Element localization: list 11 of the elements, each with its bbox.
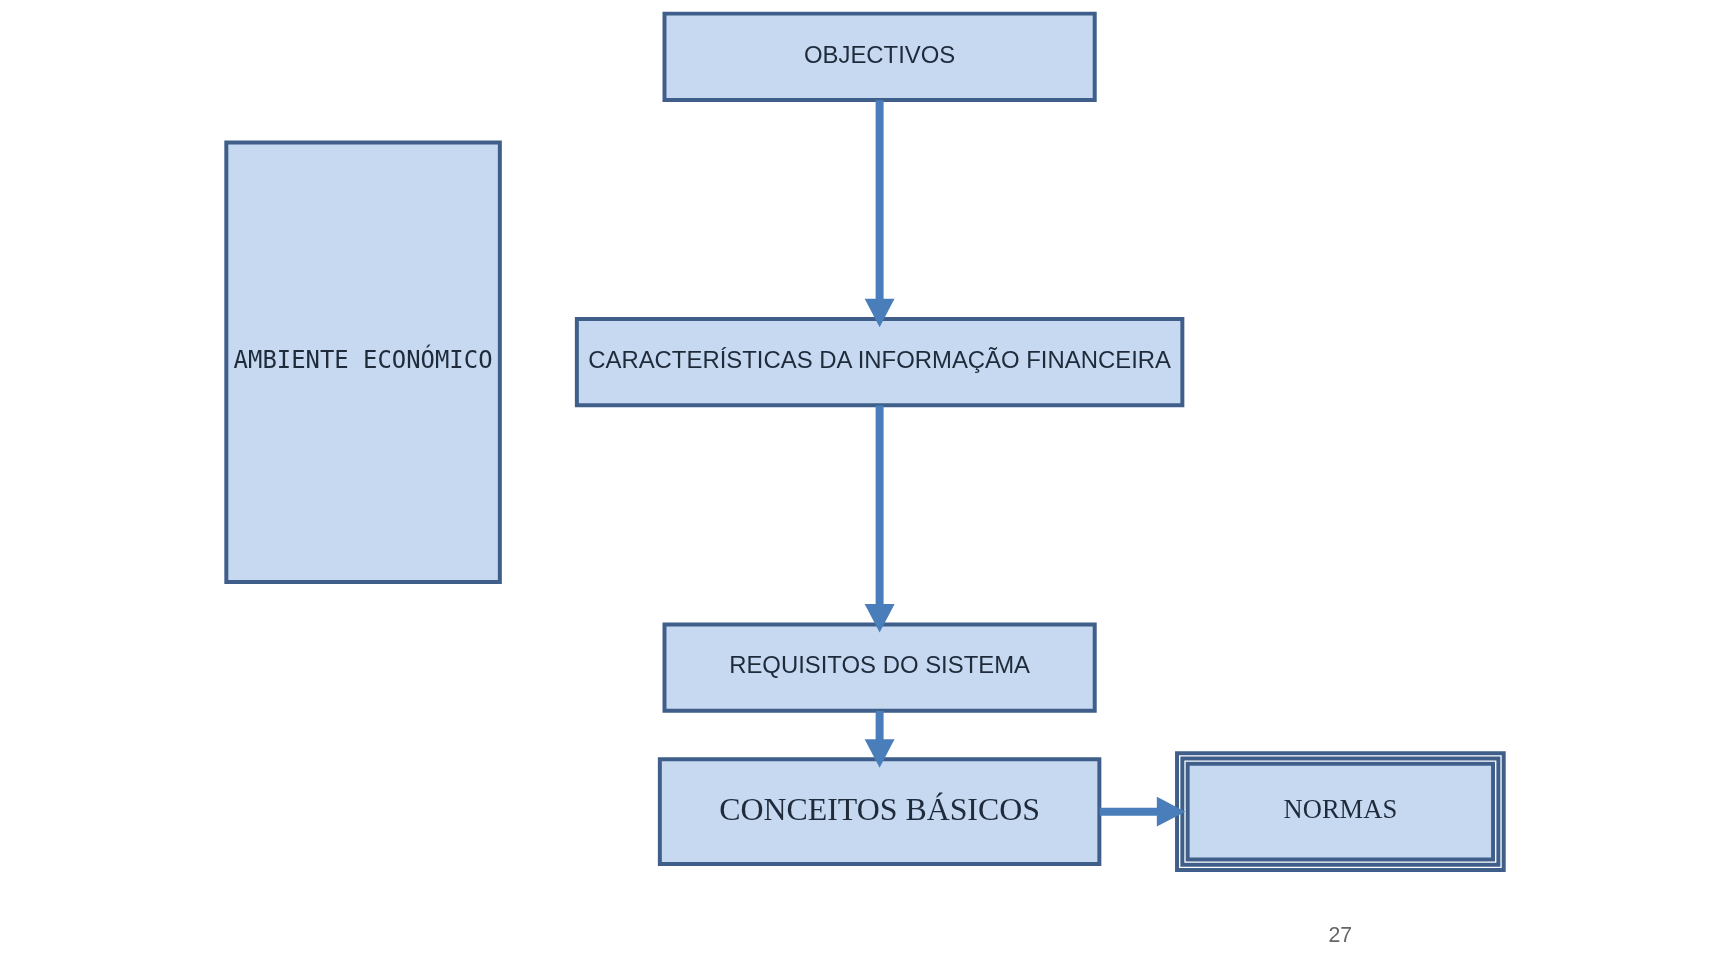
node-box: CARACTERÍSTICAS DA INFORMAÇÃO FINANCEIRA <box>574 317 1184 408</box>
node-box: CONCEITOS BÁSICOS <box>657 757 1101 867</box>
node-box: OBJECTIVOS <box>662 11 1097 102</box>
arrow <box>1099 796 1185 827</box>
arrow <box>864 405 895 633</box>
node-box: AMBIENTE ECONÓMICO <box>223 140 502 584</box>
arrow <box>864 710 895 768</box>
node-box: NORMAS <box>1174 751 1506 873</box>
node-box: REQUISITOS DO SISTEMA <box>662 622 1097 713</box>
label: 27 <box>1328 922 1352 947</box>
arrow <box>864 100 895 328</box>
